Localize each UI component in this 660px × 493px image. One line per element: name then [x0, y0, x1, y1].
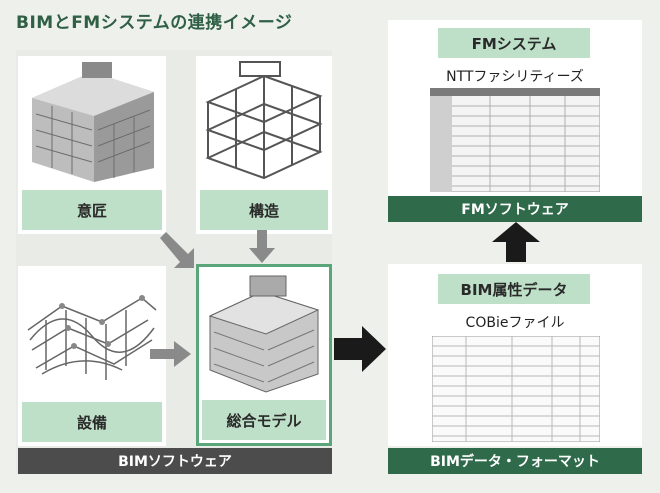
design-card: 意匠 — [18, 56, 166, 234]
design-label: 意匠 — [22, 190, 162, 230]
cobie-screenshot-image — [432, 336, 600, 442]
bim-data-format-bar: BIMデータ・フォーマット — [388, 448, 642, 474]
bim-attribute-header: BIM属性データ — [438, 274, 590, 304]
arrow-integrated-to-format — [334, 326, 386, 372]
integrated-model-label: 総合モデル — [202, 400, 326, 440]
integrated-model-image — [208, 275, 320, 393]
structure-label: 構造 — [200, 190, 328, 230]
bim-attribute-card: BIM属性データ COBieファイル — [388, 264, 642, 446]
arrow-mep-to-integrated — [150, 341, 191, 367]
bim-attribute-subtitle: COBieファイル — [465, 315, 565, 331]
diagram-title: BIMとFMシステムの連携イメージ — [16, 13, 293, 33]
fm-system-subtitle: NTTファシリティーズ — [446, 69, 584, 85]
fm-screenshot-image — [430, 88, 600, 192]
fm-software-bar: FMソフトウェア — [388, 196, 642, 222]
structure-model-image — [205, 61, 323, 180]
fm-system-header: FMシステム — [438, 28, 590, 58]
arrow-structure-to-integrated — [249, 230, 275, 263]
mep-model-image — [27, 295, 157, 380]
arrow-design-to-integrated — [160, 232, 194, 268]
fm-system-card: FMシステム NTTファシリティーズ — [388, 20, 642, 196]
integrated-model-card: 総合モデル — [196, 264, 332, 446]
mep-label: 設備 — [22, 402, 162, 442]
design-model-image — [32, 62, 154, 182]
bim-software-bar: BIMソフトウェア — [18, 448, 332, 474]
mep-card: 設備 — [18, 266, 166, 446]
structure-card: 構造 — [196, 56, 332, 234]
arrow-format-to-fm — [492, 222, 540, 262]
